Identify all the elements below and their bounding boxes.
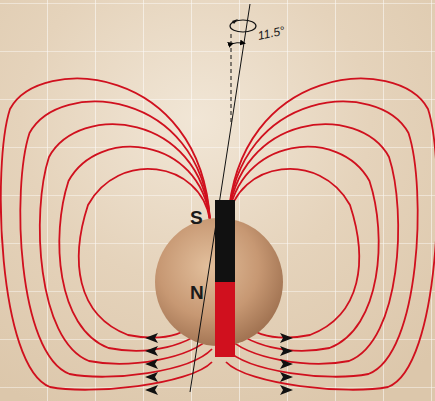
field-arrowhead: [145, 385, 158, 395]
pole-label: S: [190, 208, 203, 227]
pole-label: N: [190, 283, 204, 302]
magnet-north: [215, 282, 235, 357]
field-arrowhead: [280, 372, 293, 382]
angle-arc: [231, 43, 243, 44]
rotation-axis: [190, 4, 250, 392]
field-arrowhead: [145, 359, 158, 369]
field-arrowhead: [280, 359, 293, 369]
field-arrowhead: [145, 372, 158, 382]
field-arrowhead: [280, 346, 293, 356]
rotation-ellipse: [230, 20, 256, 32]
field-arrowhead: [145, 333, 158, 343]
field-arrowhead: [145, 346, 158, 356]
rotation-arrow: [232, 19, 238, 24]
field-arrowhead: [280, 385, 293, 395]
vertical-reference: [231, 34, 232, 125]
field-arrowhead: [280, 333, 293, 343]
